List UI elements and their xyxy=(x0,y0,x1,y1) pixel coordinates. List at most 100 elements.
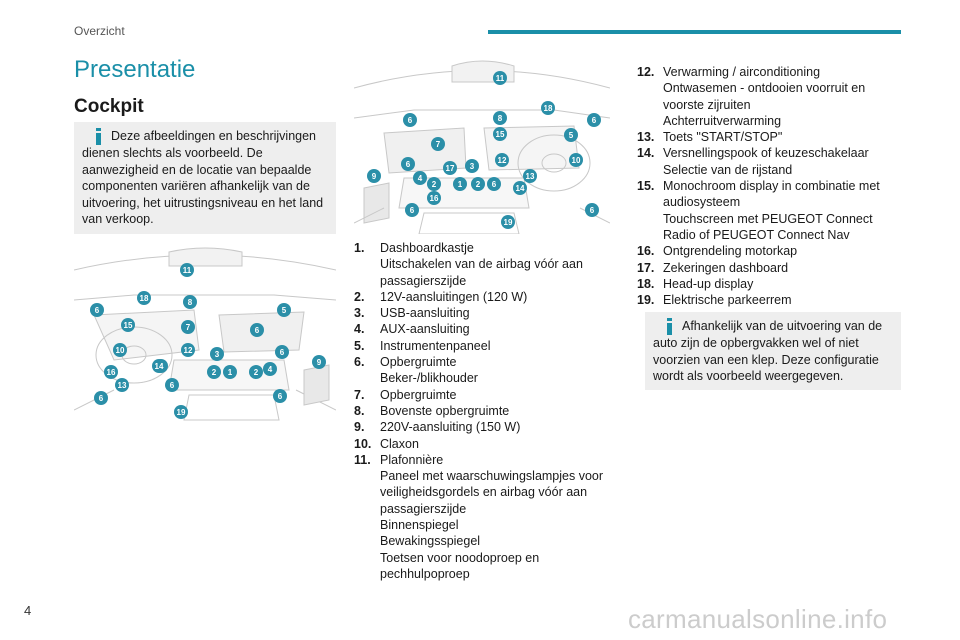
info-note-top: Deze afbeeldingen en beschrijvingen dien… xyxy=(74,122,336,234)
callout-marker: 11 xyxy=(180,263,194,277)
callout-marker: 2 xyxy=(427,177,441,191)
item-line: Zekeringen dashboard xyxy=(663,260,789,275)
info-note-bottom-text: Afhankelijk van de uitvoering van de aut… xyxy=(653,319,883,383)
item-description: Head-up display xyxy=(663,276,901,292)
info-note-top-text: Deze afbeeldingen en beschrijvingen dien… xyxy=(82,129,324,226)
callout-marker: 14 xyxy=(513,181,527,195)
callout-marker: 15 xyxy=(121,318,135,332)
callout-marker: 6 xyxy=(94,391,108,405)
callout-marker: 6 xyxy=(90,303,104,317)
item-number: 19. xyxy=(637,293,655,308)
item-number: 2. xyxy=(354,289,365,304)
callout-marker: 9 xyxy=(367,169,381,183)
callout-label: 3 xyxy=(470,162,475,171)
callout-label: 4 xyxy=(268,365,273,374)
cockpit-diagram-left: 11188651576101236917161314621246196 xyxy=(73,240,337,426)
callout-label: 19 xyxy=(504,218,513,227)
list-item: 16.Ontgrendeling motorkap xyxy=(637,243,901,259)
item-line: Ontgrendeling motorkap xyxy=(663,244,798,259)
list-item: 5.Instrumentenpaneel xyxy=(354,338,610,354)
item-line: USB-aansluiting xyxy=(380,306,470,321)
callout-label: 6 xyxy=(408,116,413,125)
item-number: 8. xyxy=(354,403,365,418)
running-header: Overzicht xyxy=(74,24,125,38)
callout-marker: 4 xyxy=(413,171,427,185)
callout-marker: 15 xyxy=(493,127,507,141)
list-item: 4. AUX-aansluiting xyxy=(354,321,610,337)
callout-label: 2 xyxy=(212,368,217,377)
callout-label: 15 xyxy=(496,130,505,139)
item-line: AUX-aansluiting xyxy=(380,322,470,337)
callout-label: 6 xyxy=(280,348,285,357)
item-description: Zekeringen dashboard xyxy=(663,260,901,276)
item-line: Beker-/blikhouder xyxy=(380,371,478,386)
section-title: Cockpit xyxy=(74,96,144,117)
item-number: 5. xyxy=(354,338,365,353)
item-description: Toets "START/STOP" xyxy=(663,129,901,145)
item-number: 4. xyxy=(354,322,365,337)
item-line: Selectie van de rijstand xyxy=(663,162,793,177)
item-line: Opbergruimte xyxy=(380,355,457,370)
page-title: Presentatie xyxy=(74,56,196,83)
item-number: 17. xyxy=(637,260,655,275)
callout-label: 15 xyxy=(124,321,133,330)
callout-marker: 12 xyxy=(495,153,509,167)
callout-label: 9 xyxy=(372,172,377,181)
item-description: Elektrische parkeerrem xyxy=(663,292,901,308)
callout-label: 19 xyxy=(177,408,186,417)
callout-label: 12 xyxy=(184,346,193,355)
callout-marker: 7 xyxy=(181,320,195,334)
callout-marker: 6 xyxy=(401,157,415,171)
callout-marker: 3 xyxy=(210,347,224,361)
callout-label: 17 xyxy=(446,164,455,173)
callout-marker: 9 xyxy=(312,355,326,369)
callout-label: 11 xyxy=(183,266,192,275)
callout-label: 6 xyxy=(170,381,175,390)
callout-marker: 8 xyxy=(493,111,507,125)
item-line: Binnenspiegel xyxy=(380,518,459,533)
item-description: Bovenste opbergruimte xyxy=(380,403,610,419)
callout-marker: 2 xyxy=(249,365,263,379)
item-line: Elektrische parkeerrem xyxy=(663,293,792,308)
callout-label: 16 xyxy=(430,194,439,203)
callout-marker: 6 xyxy=(403,113,417,127)
item-line: Plafonnière xyxy=(380,452,444,467)
list-item: 17. Zekeringen dashboard xyxy=(637,260,901,276)
callout-marker: 5 xyxy=(564,128,578,142)
callout-label: 6 xyxy=(278,392,283,401)
callout-label: 14 xyxy=(155,362,164,371)
item-description: USB-aansluiting xyxy=(380,305,610,321)
item-line: 220V-aansluiting (150 W) xyxy=(380,420,521,435)
callout-label: 16 xyxy=(107,368,116,377)
callout-label: 11 xyxy=(496,74,505,83)
callout-marker: 6 xyxy=(585,203,599,217)
callout-marker: 3 xyxy=(465,159,479,173)
item-description: 12V-aansluitingen (120 W) xyxy=(380,289,610,305)
item-number: 10. xyxy=(354,436,372,451)
callout-label: 13 xyxy=(526,172,535,181)
callout-label: 2 xyxy=(254,368,259,377)
item-number: 9. xyxy=(354,420,365,435)
item-line: Head-up display xyxy=(663,276,754,291)
item-line: Bovenste opbergruimte xyxy=(380,403,510,418)
callout-label: 6 xyxy=(492,180,497,189)
callout-label: 13 xyxy=(118,381,127,390)
item-line: Touchscreen met PEUGEOT Connect Radio of… xyxy=(663,211,873,242)
callout-label: 12 xyxy=(498,156,507,165)
list-item: 8. Bovenste opbergruimte xyxy=(354,403,610,419)
info-note-bottom: Afhankelijk van de uitvoering van de aut… xyxy=(645,312,901,390)
list-item: 2. 12V-aansluitingen (120 W) xyxy=(354,289,610,305)
item-line: Toetsen voor noodoproep en pechhulpoproe… xyxy=(380,550,540,581)
item-description: Opbergruimte xyxy=(380,387,610,403)
callout-marker: 5 xyxy=(277,303,291,317)
list-item: 10.Claxon xyxy=(354,436,610,452)
callout-label: 7 xyxy=(186,323,191,332)
